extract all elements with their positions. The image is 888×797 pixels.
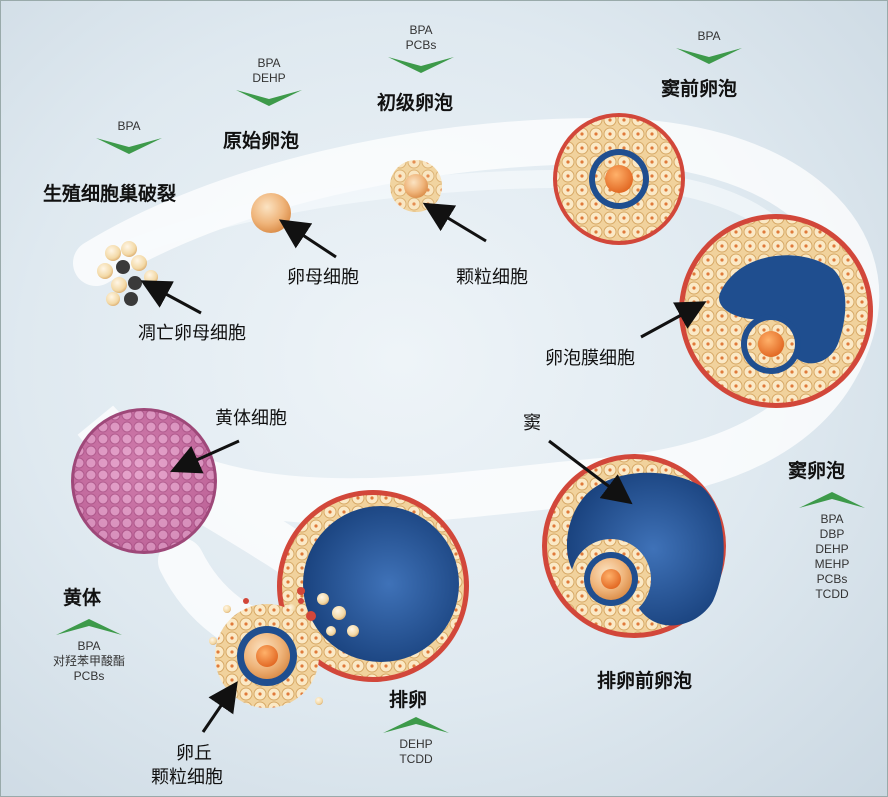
stage-title-preovulatory: 排卵前卵泡 [597, 666, 692, 693]
chevron-marker [674, 46, 744, 68]
chevron-marker [234, 88, 304, 110]
label-theca-cell: 卵泡膜细胞 [545, 344, 635, 370]
chem-item: DBP [787, 527, 877, 542]
stage-title-primary: 初级卵泡 [377, 88, 453, 115]
chem-group-ovulation: DEHP TCDD [371, 713, 461, 767]
chem-item: DEHP [787, 542, 877, 557]
chem-item: TCDD [787, 587, 877, 602]
chem-item: MEHP [787, 557, 877, 572]
corpus-luteum-graphic [71, 408, 217, 554]
chevron-marker [386, 55, 456, 77]
chem-item: PCBs [787, 572, 877, 587]
chem-item: BPA [669, 29, 749, 44]
chem-group-primordial: BPA DEHP [229, 56, 309, 110]
chem-item: BPA [229, 56, 309, 71]
chem-item: BPA [89, 119, 169, 134]
oocyte-graphic [251, 193, 291, 233]
chem-item: BPA [381, 23, 461, 38]
chem-item: 对羟苯甲酸酯 [29, 654, 149, 669]
preantral-follicle-graphic [553, 113, 685, 245]
chevron-marker [94, 136, 164, 158]
chevron-marker [54, 615, 124, 637]
label-luteal-cell: 黄体细胞 [215, 404, 287, 430]
preovulatory-follicle-graphic [542, 454, 726, 638]
label-apoptotic-oocyte: 凋亡卵母细胞 [138, 319, 246, 345]
chem-item: PCBs [29, 669, 149, 684]
chem-group-gcn-breakdown: BPA [89, 119, 169, 158]
chem-item: PCBs [381, 38, 461, 53]
chem-item: DEHP [371, 737, 461, 752]
chem-group-antral: BPA DBP DEHP MEHP PCBs TCDD [787, 488, 877, 602]
label-antrum: 窦 [523, 409, 541, 435]
antral-follicle-graphic [679, 214, 873, 408]
chem-group-primary: BPA PCBs [381, 23, 461, 77]
chem-group-corpus-luteum: BPA 对羟苯甲酸酯 PCBs [29, 615, 149, 684]
label-granulosa-cell: 颗粒细胞 [456, 263, 528, 289]
stage-title-primordial: 原始卵泡 [223, 126, 299, 153]
label-cumulus-granulosa: 颗粒细胞 [151, 763, 223, 789]
chevron-marker [381, 713, 451, 735]
stage-title-ovulation: 排卵 [389, 685, 427, 712]
stage-title-antral: 窦卵泡 [788, 456, 845, 483]
label-oocyte: 卵母细胞 [287, 263, 359, 289]
chem-item: TCDD [371, 752, 461, 767]
chem-item: BPA [787, 512, 877, 527]
stage-title-gcn-breakdown: 生殖细胞巢破裂 [43, 179, 176, 206]
stage-title-preantral: 窦前卵泡 [661, 74, 737, 101]
stage-title-corpus-luteum: 黄体 [63, 583, 101, 610]
primary-follicle-graphic [390, 160, 442, 212]
chem-item: DEHP [229, 71, 309, 86]
label-cumulus: 卵丘 [176, 739, 212, 765]
chevron-marker [797, 488, 867, 510]
chem-item: BPA [29, 639, 149, 654]
chem-group-preantral: BPA [669, 29, 749, 68]
